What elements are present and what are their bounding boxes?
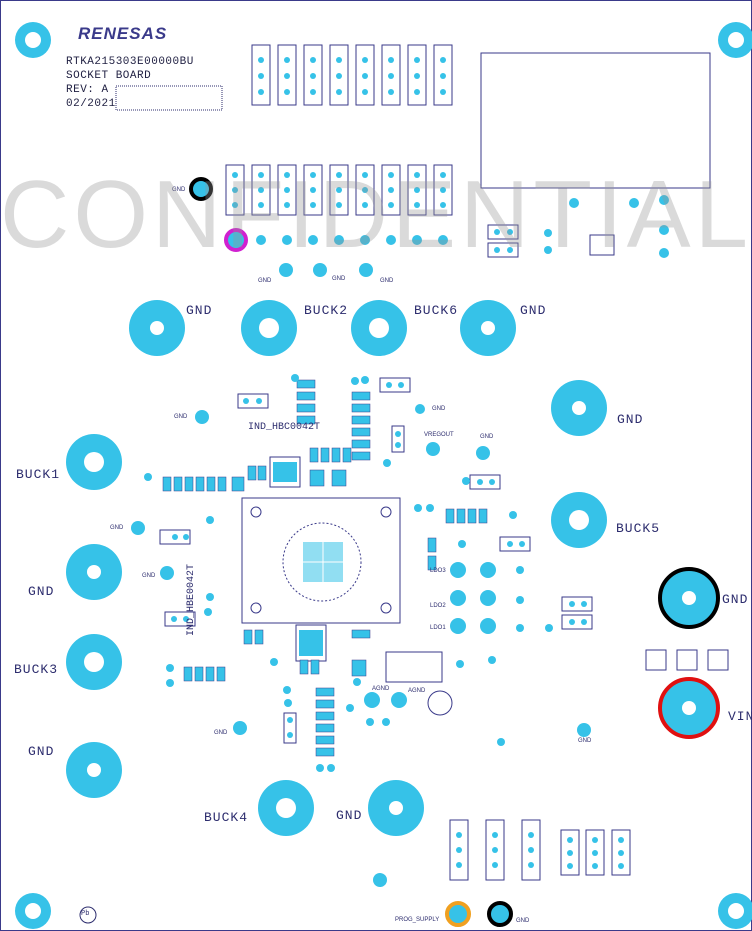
test-point-row bbox=[256, 235, 448, 277]
gnd-label: GND bbox=[28, 584, 55, 599]
buck1-label: BUCK1 bbox=[16, 467, 61, 482]
jumper-blocks bbox=[159, 377, 729, 744]
gnd-small-label: GND bbox=[432, 406, 446, 412]
gnd-small-label: GND bbox=[480, 434, 494, 440]
inductor-bottom-pad bbox=[299, 630, 323, 656]
mounting-holes bbox=[15, 22, 752, 929]
socket-hole bbox=[380, 602, 392, 614]
serial-box bbox=[115, 85, 223, 111]
agnd-label: AGND bbox=[408, 688, 426, 694]
top-header-pins bbox=[232, 57, 446, 208]
gnd-small-label: GND bbox=[578, 738, 592, 744]
gnd-banana-hole bbox=[682, 591, 696, 605]
buck6-label: BUCK6 bbox=[414, 303, 459, 318]
gnd-small-label: GND bbox=[380, 278, 394, 284]
agnd-label: AGND bbox=[372, 686, 390, 692]
gnd-label: GND bbox=[336, 808, 363, 823]
socket-hole bbox=[380, 506, 392, 518]
date: 02/2021 bbox=[66, 98, 116, 110]
gnd-small-label: GND bbox=[172, 187, 186, 193]
part-number: RTKA215303E00000BU bbox=[66, 56, 194, 68]
inductor-top-pad bbox=[273, 462, 297, 482]
ldo1-label: LDO1 bbox=[430, 625, 446, 631]
vin-banana-hole bbox=[682, 701, 696, 715]
confidential-watermark: CONFIDENTIAL bbox=[0, 161, 752, 268]
ind-top-label: IND_HBC0042T bbox=[248, 422, 321, 433]
socket-hole bbox=[250, 602, 262, 614]
gnd-small-label: GND bbox=[142, 573, 156, 579]
test-point-magenta[interactable] bbox=[224, 228, 248, 252]
socket-hole bbox=[250, 506, 262, 518]
power-pads bbox=[66, 300, 607, 836]
gnd-test-point-bottom[interactable] bbox=[487, 901, 513, 927]
gnd-small-label: GND bbox=[110, 525, 124, 531]
buck4-label: BUCK4 bbox=[204, 810, 249, 825]
bottom-header-pins bbox=[456, 832, 624, 869]
small-vias bbox=[131, 374, 591, 887]
gnd-label: GND bbox=[722, 592, 749, 607]
buck3-label: BUCK3 bbox=[14, 662, 59, 677]
smd-components bbox=[162, 379, 488, 757]
gnd-label: GND bbox=[28, 744, 55, 759]
agnd-ring bbox=[427, 690, 453, 716]
gnd-label: GND bbox=[617, 412, 644, 427]
gnd-small-label: GND bbox=[258, 278, 272, 284]
jumpers-top bbox=[487, 224, 615, 258]
prog-supply-test-point[interactable] bbox=[445, 901, 471, 927]
board-name: SOCKET BOARD bbox=[66, 70, 152, 82]
buck2-label: BUCK2 bbox=[304, 303, 349, 318]
bottom-headers bbox=[449, 819, 631, 881]
pb-free-text: Pb bbox=[81, 910, 90, 918]
jumper-pins-top bbox=[494, 229, 552, 254]
ldo2-label: LDO2 bbox=[430, 603, 446, 609]
edge-connector bbox=[480, 52, 711, 189]
gnd-label: GND bbox=[520, 303, 547, 318]
gnd-small-label: GND bbox=[516, 918, 530, 924]
ldo3-label: LDO3 bbox=[430, 568, 446, 574]
gnd-label: GND bbox=[186, 303, 213, 318]
prog-supply-label: PROG_SUPPLY bbox=[395, 917, 440, 923]
ind-left-label: IND_HBE0042T bbox=[186, 563, 197, 636]
revision: REV: A bbox=[66, 84, 109, 96]
vregout-label: VREGOUT bbox=[424, 432, 454, 438]
vin-label: VIN bbox=[728, 709, 752, 724]
buck5-label: BUCK5 bbox=[616, 521, 661, 536]
pb-free-logo bbox=[79, 906, 97, 924]
gnd-small-label: GND bbox=[332, 276, 346, 282]
brand-logo-text: RENESAS bbox=[78, 24, 168, 43]
connector-pins bbox=[569, 195, 669, 258]
gnd-small-label: GND bbox=[214, 730, 228, 736]
gnd-test-point-black[interactable] bbox=[189, 177, 213, 201]
gnd-small-label: GND bbox=[174, 414, 188, 420]
